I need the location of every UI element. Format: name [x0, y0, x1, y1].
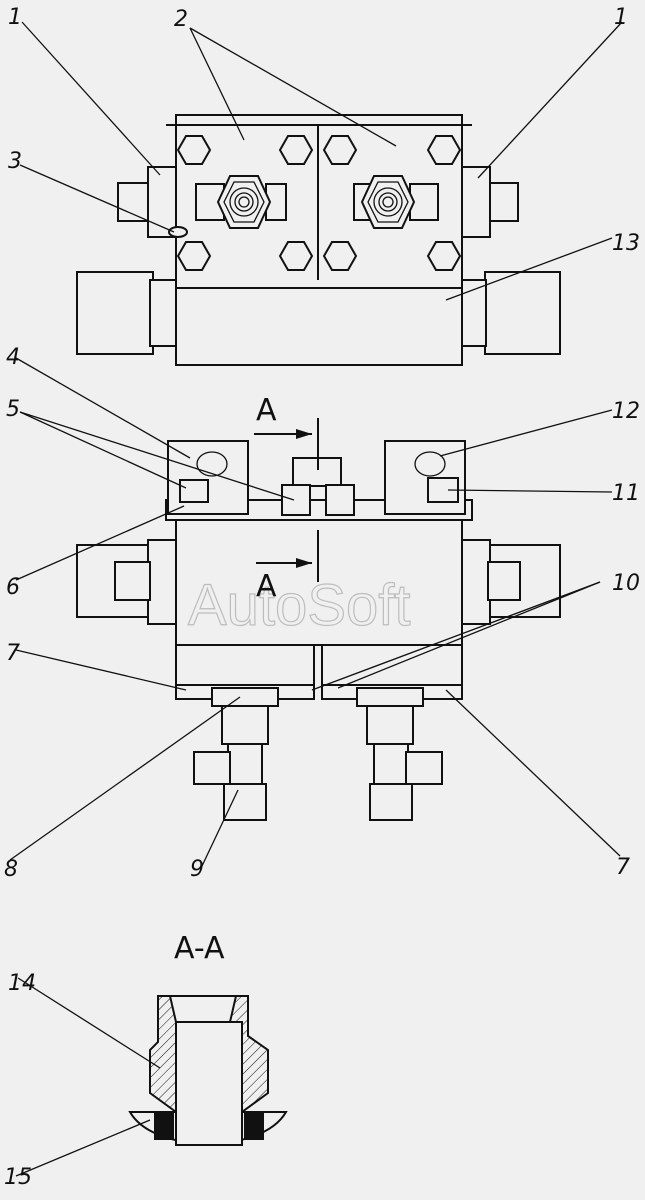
callout-5: 5	[6, 397, 20, 422]
callout-labels: 1 2 1 3 13 4 5 12 11 6 10 7 8 9 7 14 15	[4, 5, 640, 1190]
callout-7-left: 7	[6, 641, 20, 666]
callout-13: 13	[612, 231, 640, 256]
seal-ring-right	[244, 1112, 264, 1140]
nut-left	[147, 166, 177, 238]
callout-7-right: 7	[616, 855, 630, 880]
bolt-heads-top	[176, 135, 462, 271]
callout-15: 15	[4, 1165, 32, 1190]
port-right	[484, 271, 561, 355]
leader-lines	[9, 21, 623, 1177]
callout-14: 14	[8, 971, 36, 996]
callout-1-left: 1	[8, 5, 22, 30]
callout-1-right: 1	[614, 5, 628, 30]
callout-9: 9	[190, 857, 204, 882]
section-view-a-a	[128, 995, 288, 1147]
hex-fitting-left	[195, 175, 287, 229]
callout-3: 3	[8, 149, 22, 174]
elbow-fitting-right	[356, 687, 443, 821]
port-left	[76, 271, 154, 355]
plug-3	[168, 226, 188, 238]
lower-block-right	[321, 644, 463, 686]
nut-right	[461, 166, 491, 238]
callout-12: 12	[612, 399, 640, 424]
section-labels: A A A-A	[174, 393, 277, 966]
front-view	[76, 418, 561, 821]
elbow-fitting-left	[193, 687, 279, 821]
callout-2: 2	[174, 7, 188, 32]
callout-4: 4	[6, 345, 20, 370]
section-title: A-A	[174, 931, 225, 966]
lower-block-left	[175, 644, 315, 686]
section-arrow-label-bottom: A	[256, 569, 277, 604]
hex-fitting-right	[353, 175, 439, 229]
section-arrow-label-top: A	[256, 393, 277, 428]
fitting-right-small	[487, 182, 519, 222]
seal-ring-left	[154, 1112, 174, 1140]
port-right-neck	[461, 279, 487, 347]
callout-11: 11	[612, 481, 640, 506]
watermark: AutoSoft	[188, 573, 410, 638]
port-left-neck	[149, 279, 177, 347]
callout-10: 10	[612, 571, 640, 596]
callout-8: 8	[4, 857, 18, 882]
top-view	[76, 114, 561, 366]
callout-6: 6	[6, 575, 20, 600]
